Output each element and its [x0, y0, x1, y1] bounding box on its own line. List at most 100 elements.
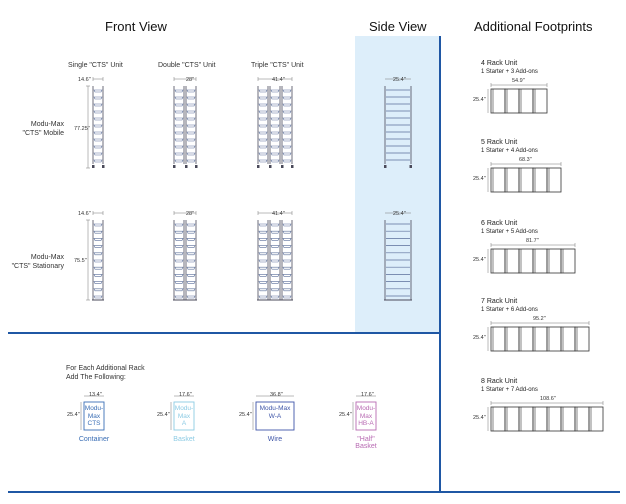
footprint-diagram	[487, 83, 548, 114]
additional-item-box-line: Modu-Max	[259, 405, 291, 412]
rack-side-mobile	[384, 78, 412, 168]
additional-item-caption: Basket	[164, 436, 204, 443]
additional-item-diagram	[170, 395, 195, 431]
column-label-double: Double "CTS" Unit	[158, 62, 216, 69]
additional-item-width-dim: 13.4"	[89, 392, 102, 398]
row-label-mobile-line2: "CTS" Mobile	[22, 130, 64, 137]
height-dim-line-mobile	[86, 85, 90, 169]
horizontal-divider-middle	[8, 332, 440, 334]
width-dim-double-stationary: 28"	[186, 211, 195, 217]
footprint-diagram	[487, 321, 590, 352]
footprint-depth-dim: 25.4"	[473, 415, 486, 421]
footprint-width-dim: 108.6"	[540, 396, 556, 402]
footprint-subtitle-line: 1 Starter + 7 Add-ons	[481, 387, 538, 393]
row-label-stationary: Modu-Max "CTS" Stationary	[4, 253, 64, 271]
rack-triple-mobile	[257, 77, 294, 168]
front-view-heading: Front View	[105, 19, 167, 34]
rack-double-mobile	[173, 77, 198, 168]
additional-item-depth-dim: 25.4"	[157, 412, 170, 418]
width-dim-triple-stationary: 41.4"	[272, 211, 285, 217]
footprint-width-dim: 81.7"	[526, 238, 539, 244]
additional-item-box-line: HB-A	[358, 420, 374, 427]
additional-item-caption-line: Wire	[267, 436, 283, 443]
additional-item-caption: "Half"Basket	[346, 436, 386, 450]
footprint-title-line: 7 Rack Unit	[481, 298, 518, 305]
additional-item-depth-dim: 25.4"	[239, 412, 252, 418]
footprint-title: 7 Rack Unit 1 Starter + 6 Add-ons	[481, 298, 538, 314]
column-label-single: Single "CTS" Unit	[68, 62, 123, 69]
additional-item-caption-line: "Half"	[357, 436, 375, 443]
footprint-title-line: 5 Rack Unit	[481, 139, 518, 146]
height-dim-line-stationary	[86, 219, 90, 301]
additional-item-width-dim: 17.6"	[179, 392, 192, 398]
rack-single-mobile	[92, 77, 105, 168]
footprint-title: 4 Rack Unit 1 Starter + 3 Add-ons	[481, 60, 538, 76]
footprint-depth-dim: 25.4"	[473, 335, 486, 341]
side-view-heading: Side View	[369, 19, 427, 34]
footprint-width-dim: 68.3"	[519, 157, 532, 163]
width-dim-side-stationary: 25.4"	[393, 211, 406, 217]
additional-item-caption-line: Basket	[355, 443, 377, 450]
footprint-subtitle-line: 1 Starter + 6 Add-ons	[481, 307, 538, 313]
additional-item-caption: Wire	[255, 436, 295, 443]
additional-item-box-line: CTS	[87, 420, 101, 427]
footprint-diagram	[487, 401, 604, 432]
additional-item-width-dim: 17.6"	[361, 392, 374, 398]
footprint-title: 5 Rack Unit 1 Starter + 4 Add-ons	[481, 139, 538, 155]
footprint-subtitle-line: 1 Starter + 3 Add-ons	[481, 69, 538, 75]
additional-footprints-heading: Additional Footprints	[474, 19, 593, 34]
column-label-triple: Triple "CTS" Unit	[251, 62, 304, 69]
additional-item-width-dim: 36.8"	[270, 392, 283, 398]
additional-item-box-line: Modu-	[84, 405, 104, 412]
vertical-divider	[439, 36, 441, 492]
horizontal-divider-bottom	[8, 491, 620, 493]
additional-intro-line1: For Each Additional Rack	[66, 365, 145, 372]
additional-item-diagram	[80, 395, 105, 431]
footprint-title: 6 Rack Unit 1 Starter + 5 Add-ons	[481, 220, 538, 236]
additional-item-box-line: W-A	[268, 412, 282, 420]
rack-double-stationary	[173, 211, 197, 301]
additional-item-diagram	[352, 395, 377, 431]
rack-single-stationary	[92, 211, 104, 301]
footprint-depth-dim: 25.4"	[473, 257, 486, 263]
row-label-stationary-line1: Modu-Max	[30, 254, 64, 261]
width-dim-double-mobile: 28"	[186, 77, 195, 83]
height-dim-stationary: 75.5"	[74, 258, 87, 264]
width-dim-side-mobile: 25.4"	[393, 77, 406, 83]
additional-item-box-line: Max	[87, 412, 101, 420]
additional-item-depth-dim: 25.4"	[67, 412, 80, 418]
footprint-depth-dim: 25.4"	[473, 97, 486, 103]
additional-item-depth-dim: 25.4"	[339, 412, 352, 418]
rack-triple-stationary	[257, 211, 293, 301]
additional-intro-line2: Add The Following:	[66, 374, 126, 381]
height-dim-mobile: 77.25"	[74, 126, 90, 132]
footprint-subtitle-line: 1 Starter + 5 Add-ons	[481, 229, 538, 235]
additional-item-box-line: Max	[359, 412, 373, 420]
additional-item-box-line: Max	[177, 412, 191, 420]
additional-item-caption: Container	[74, 436, 114, 443]
row-label-stationary-line2: "CTS" Stationary	[11, 263, 64, 270]
footprint-title-line: 4 Rack Unit	[481, 60, 518, 67]
width-dim-single-stationary: 14.6"	[78, 211, 91, 217]
footprint-subtitle-line: 1 Starter + 4 Add-ons	[481, 148, 538, 154]
additional-item-diagram	[252, 395, 295, 431]
additional-item-box-line: A	[181, 420, 187, 427]
footprint-diagram	[487, 162, 562, 193]
additional-item-box-line: Modu-	[356, 405, 376, 412]
footprint-title-line: 6 Rack Unit	[481, 220, 518, 227]
footprint-depth-dim: 25.4"	[473, 176, 486, 182]
row-label-mobile: Modu-Max "CTS" Mobile	[8, 120, 64, 138]
footprint-title-line: 8 Rack Unit	[481, 378, 518, 385]
footprint-width-dim: 95.2"	[533, 316, 546, 322]
width-dim-triple-mobile: 41.4"	[272, 77, 285, 83]
additional-item-caption-line: Container	[78, 436, 110, 443]
row-label-mobile-line1: Modu-Max	[30, 121, 64, 128]
width-dim-single-mobile: 14.6"	[78, 77, 91, 83]
additional-item-box-line: Modu-	[174, 405, 194, 412]
rack-side-stationary	[384, 212, 412, 301]
